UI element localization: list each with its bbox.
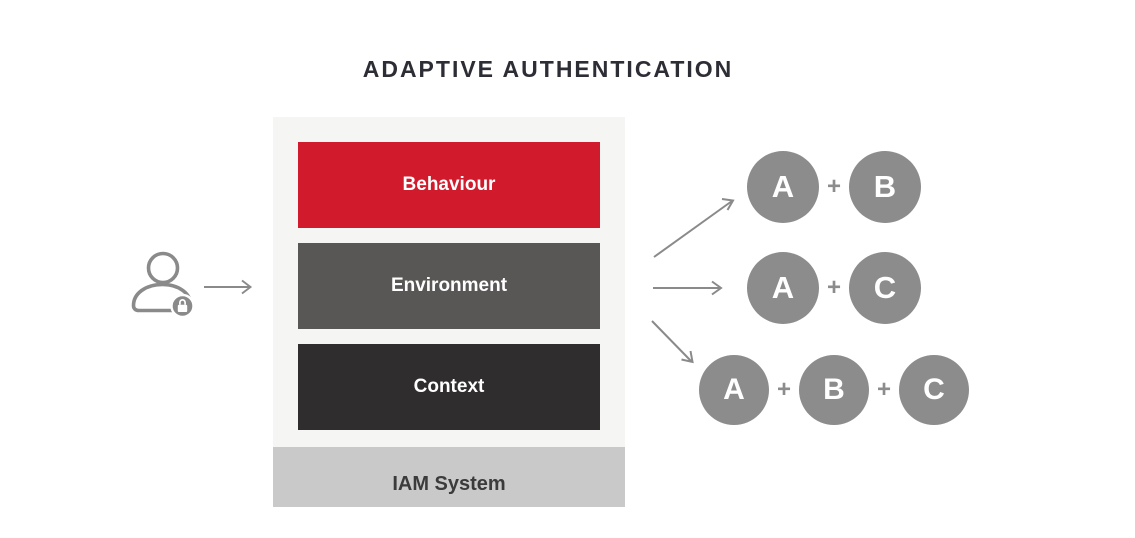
plus-icon: +: [877, 376, 892, 403]
layer-environment: Environment: [298, 243, 600, 329]
combination-row-abc: A + B + C: [699, 355, 969, 425]
factor-circle-a: A: [699, 355, 769, 425]
iam-system-label: IAM System: [392, 472, 506, 495]
layer-behaviour: Behaviour: [298, 142, 600, 228]
layer-environment-label: Environment: [390, 275, 508, 296]
lock-icon: [177, 304, 188, 312]
combination-row-ac: A + C: [747, 252, 921, 324]
factor-circle-c: C: [849, 252, 921, 324]
plus-icon: +: [827, 173, 842, 200]
iam-system-bar: IAM System: [273, 447, 625, 507]
factor-circle-a: A: [747, 151, 819, 223]
layer-behaviour-label: Behaviour: [402, 174, 496, 195]
layer-context-label: Context: [413, 376, 485, 397]
combination-row-ab: A + B: [747, 151, 921, 223]
layer-context: Context: [298, 344, 600, 430]
factor-circle-b: B: [849, 151, 921, 223]
factor-circle-b: B: [799, 355, 869, 425]
plus-icon: +: [827, 274, 842, 301]
auth-factors-panel: Behaviour Environment Context IAM System: [273, 117, 625, 507]
diagram-title: ADAPTIVE AUTHENTICATION: [362, 56, 734, 82]
arrow-right-icon: [204, 279, 253, 295]
factor-circle-c: C: [899, 355, 969, 425]
factor-circle-a: A: [747, 252, 819, 324]
user-lock-icon: [131, 251, 195, 317]
branch-arrows-icon: [651, 198, 735, 364]
plus-icon: +: [777, 376, 792, 403]
